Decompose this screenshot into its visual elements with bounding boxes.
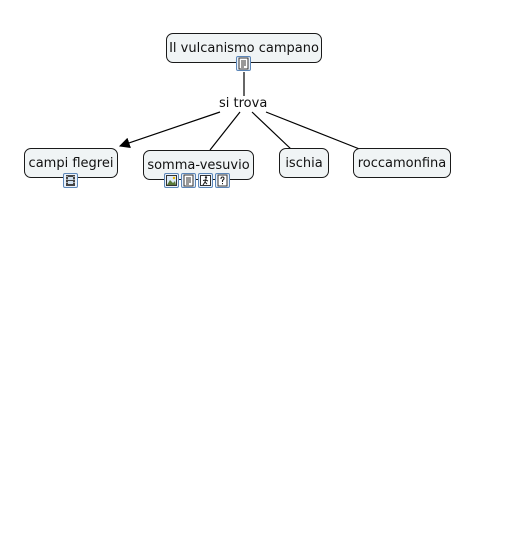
connector-phrase-to-somma-vesuvio [209,111,241,151]
concept-label: roccamonfina [357,155,447,171]
document-icon[interactable] [236,56,251,71]
connector-phrase-to-ischia [251,111,293,151]
concept-label: campi flegrei [28,155,114,171]
animation-icon[interactable] [198,173,213,188]
connector-phrase-to-roccamonfina [265,111,363,151]
concept-node-root[interactable]: Il vulcanismo campano [166,33,322,63]
concept-node-ischia[interactable]: ischia [279,148,329,178]
image-icon[interactable] [164,173,179,188]
concept-label: somma-vesuvio [147,157,250,173]
linking-phrase-label: si trova [219,96,268,111]
connector-phrase-to-campi-flegrei [118,111,221,148]
concept-label: Il vulcanismo campano [169,40,319,56]
concept-node-roccamonfina[interactable]: roccamonfina [353,148,451,178]
linking-phrase[interactable]: si trova [217,96,270,111]
document-icon[interactable] [181,173,196,188]
help-icon[interactable] [215,173,230,188]
video-icon[interactable] [63,173,78,188]
concept-label: ischia [285,155,323,171]
